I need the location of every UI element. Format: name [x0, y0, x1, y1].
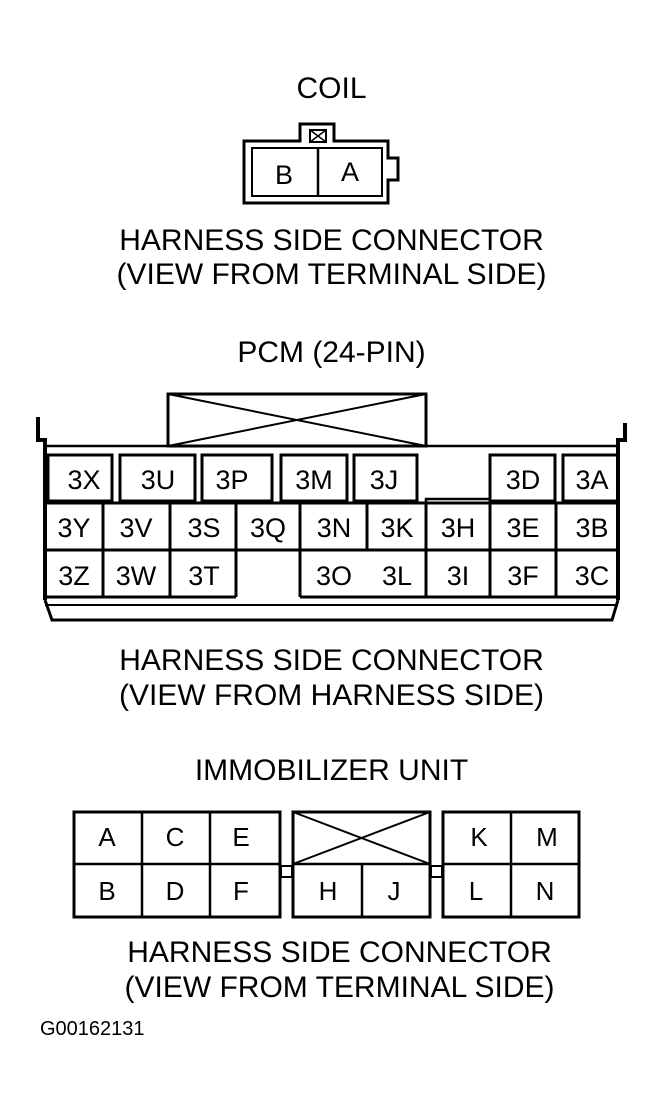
immobilizer-caption-line1: HARNESS SIDE CONNECTOR	[127, 936, 552, 969]
pcm-pin: 3D	[506, 465, 541, 495]
pcm-pin: 3E	[506, 513, 539, 543]
pcm-pin: 3U	[141, 465, 176, 495]
pcm-pin: 3P	[215, 465, 248, 495]
pcm-title: PCM (24-PIN)	[237, 336, 426, 369]
immobilizer-pin: E	[232, 822, 249, 852]
immobilizer-pin: C	[166, 822, 185, 852]
pcm-caption-line2: (VIEW FROM HARNESS SIDE)	[118, 679, 545, 712]
immobilizer-pin: J	[388, 876, 401, 906]
coil-title: COIL	[296, 72, 367, 105]
immobilizer-pin: N	[536, 876, 555, 906]
pcm-pin: 3O	[316, 561, 352, 591]
pcm-pin: 3C	[575, 561, 610, 591]
immobilizer-pin: B	[98, 876, 115, 906]
pcm-pin: 3N	[317, 513, 352, 543]
coil-pin-a: A	[341, 157, 359, 187]
figure-code: G00162131	[40, 1018, 145, 1040]
pcm-pin: 3M	[295, 465, 333, 495]
immobilizer-pin: L	[469, 876, 483, 906]
immobilizer-pin: A	[98, 822, 116, 852]
pcm-pin: 3Q	[250, 513, 286, 543]
immobilizer-pin: F	[233, 876, 249, 906]
immobilizer-pin: H	[319, 876, 338, 906]
pcm-pin: 3V	[119, 513, 152, 543]
pcm-pin: 3T	[188, 561, 220, 591]
pcm-pin: 3Z	[58, 561, 90, 591]
pcm-pin: 3K	[380, 513, 413, 543]
pcm-pin: 3S	[187, 513, 220, 543]
pcm-pin: 3X	[67, 465, 100, 495]
immobilizer-pin: D	[166, 876, 185, 906]
pcm-pin: 3H	[441, 513, 476, 543]
coil-connector	[242, 122, 400, 205]
pcm-pin: 3J	[370, 465, 399, 495]
pcm-pin: 3B	[575, 513, 608, 543]
coil-pin-b: B	[275, 160, 293, 190]
immobilizer-title: IMMOBILIZER UNIT	[194, 754, 469, 787]
pcm-pin: 3A	[575, 465, 608, 495]
pcm-caption-line1: HARNESS SIDE CONNECTOR	[119, 644, 544, 677]
pcm-connector	[36, 392, 627, 622]
pcm-pin: 3L	[382, 561, 412, 591]
pcm-pin: 3W	[116, 561, 157, 591]
immobilizer-caption-line2: (VIEW FROM TERMINAL SIDE)	[124, 971, 555, 1004]
coil-caption-line1: HARNESS SIDE CONNECTOR	[119, 224, 544, 257]
coil-caption-line2: (VIEW FROM TERMINAL SIDE)	[116, 258, 547, 291]
pcm-pin: 3F	[507, 561, 539, 591]
immobilizer-pin: K	[470, 822, 488, 852]
immobilizer-connector	[72, 810, 581, 919]
pcm-pin: 3I	[447, 561, 470, 591]
pcm-pin: 3Y	[57, 513, 90, 543]
immobilizer-pin: M	[536, 822, 558, 852]
